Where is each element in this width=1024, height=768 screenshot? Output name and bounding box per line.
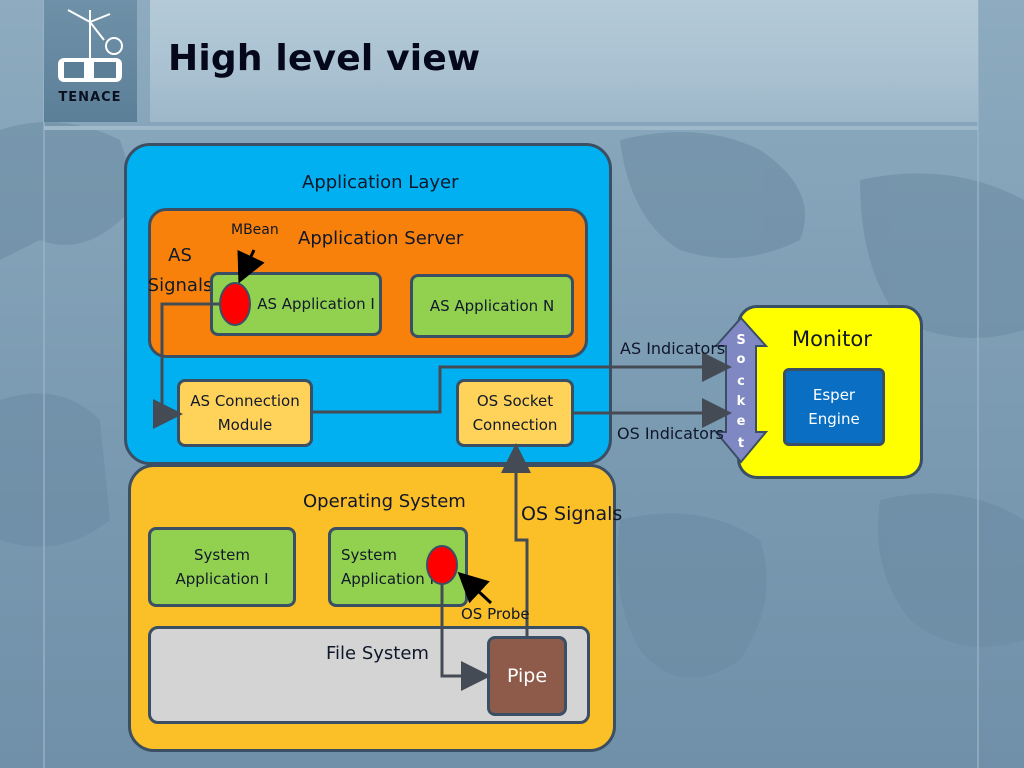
os-probe-icon	[426, 545, 458, 585]
as-application-n-box: AS Application N	[410, 274, 574, 338]
socket-letter: t	[738, 436, 744, 451]
mbean-pointer-arrow	[237, 249, 265, 284]
os-signals-line	[501, 443, 531, 636]
pipe-box: Pipe	[487, 636, 567, 716]
mbean-probe-icon	[219, 282, 251, 326]
socket-letter: S	[736, 333, 745, 348]
as-indicators-line	[313, 352, 732, 414]
system-application-n-box: System Application N	[328, 527, 468, 607]
socket-letter: c	[737, 374, 745, 389]
esper-engine-box: Esper Engine	[783, 368, 885, 446]
os-probe-line	[440, 578, 491, 691]
as-signal-line	[153, 302, 222, 429]
monitor-label: Monitor	[792, 327, 872, 351]
socket-letter: e	[737, 414, 746, 429]
as-indicators-label: AS Indicators	[620, 339, 726, 358]
socket-letter: o	[737, 352, 746, 367]
os-probe-pointer-arrow	[457, 571, 493, 605]
socket-letter: k	[737, 394, 746, 409]
tenace-logo-icon: TENACE	[58, 9, 123, 105]
application-layer-label: Application Layer	[302, 172, 459, 193]
operating-system-label: Operating System	[303, 491, 466, 512]
logo-text: TENACE	[58, 90, 121, 105]
as-connection-module-box: AS Connection Module	[177, 379, 313, 447]
as-signals-label: AS Signals	[147, 245, 213, 296]
os-indicators-label: OS Indicators	[617, 424, 724, 443]
file-system-label: File System	[326, 643, 429, 664]
slide-title: High level view	[168, 38, 481, 79]
os-probe-label: OS Probe	[461, 605, 530, 623]
header-strip	[150, 0, 978, 122]
socket-letters: S o c k e t	[736, 333, 745, 451]
mbean-label: MBean	[231, 222, 279, 238]
os-signals-label: OS Signals	[521, 503, 623, 525]
system-application-1-box: System Application I	[148, 527, 296, 607]
logo-panel: TENACE	[44, 0, 137, 122]
application-server-label: Application Server	[298, 228, 464, 249]
